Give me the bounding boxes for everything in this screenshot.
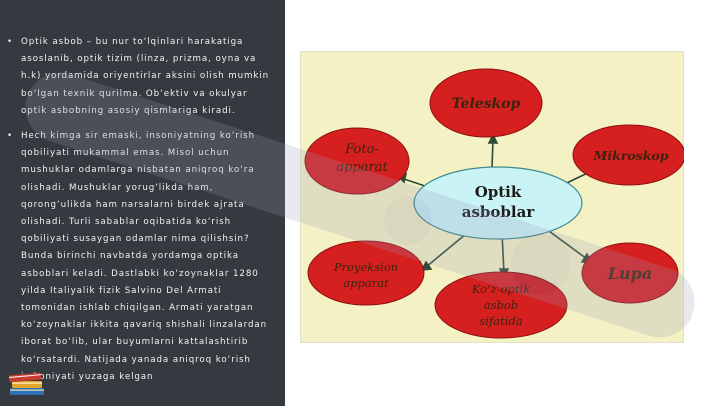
svg-text:Lupa: Lupa bbox=[607, 264, 652, 283]
bullet-dot: • bbox=[7, 131, 14, 142]
svg-text:apparat: apparat bbox=[336, 160, 388, 175]
svg-text:asbob: asbob bbox=[484, 298, 518, 312]
svg-text:Optik: Optik bbox=[475, 183, 522, 201]
svg-text:apparat: apparat bbox=[343, 276, 389, 290]
bullet-list: • Optik asbob – bu nur to‘lqinlari harak… bbox=[6, 34, 271, 386]
node-foto-apparat: Foto- apparat bbox=[304, 127, 410, 195]
svg-text:Teleskop: Teleskop bbox=[452, 96, 521, 112]
node-lupa: Lupa bbox=[581, 242, 679, 304]
svg-text:asboblar: asboblar bbox=[462, 203, 536, 221]
optik-asboblar-diagram: Teleskop Foto- apparat Mikroskop Proyeks… bbox=[300, 51, 684, 343]
node-teleskop: Teleskop bbox=[429, 68, 543, 138]
svg-text:Proyeksion: Proyeksion bbox=[333, 260, 398, 274]
books-icon bbox=[8, 372, 44, 395]
node-center-optik-asboblar: Optik asboblar bbox=[413, 166, 583, 240]
text-panel: • Optik asbob – bu nur to‘lqinlari harak… bbox=[0, 0, 285, 406]
arrow-teleskop bbox=[491, 138, 494, 170]
bullet-dot: • bbox=[7, 37, 14, 47]
node-mikroskop: Mikroskop bbox=[572, 124, 684, 186]
paragraph-optik-asbob: Optik asbob – bu nur to‘lqinlari harakat… bbox=[21, 37, 269, 116]
arrow-kozoptik bbox=[501, 232, 505, 274]
svg-text:Foto-: Foto- bbox=[344, 142, 379, 157]
node-proyeksion-apparat: Proyeksion apparat bbox=[307, 240, 425, 306]
svg-text:Ko‘z-optik: Ko‘z-optik bbox=[471, 282, 530, 296]
bullet-item: • Hech kimga sir emaski, insoniyatning k… bbox=[6, 128, 271, 386]
svg-text:Mikroskop: Mikroskop bbox=[593, 148, 669, 163]
svg-text:sifatida: sifatida bbox=[479, 314, 522, 328]
node-kozoptik-asbob: Ko‘z-optik asbob sifatida bbox=[434, 271, 568, 339]
watermark-band bbox=[25, 72, 695, 338]
bullet-item: • Optik asbob – bu nur to‘lqinlari harak… bbox=[6, 34, 271, 120]
paragraph-korish-qobiliyati: Hech kimga sir emaski, insoniyatning ko‘… bbox=[21, 131, 267, 382]
